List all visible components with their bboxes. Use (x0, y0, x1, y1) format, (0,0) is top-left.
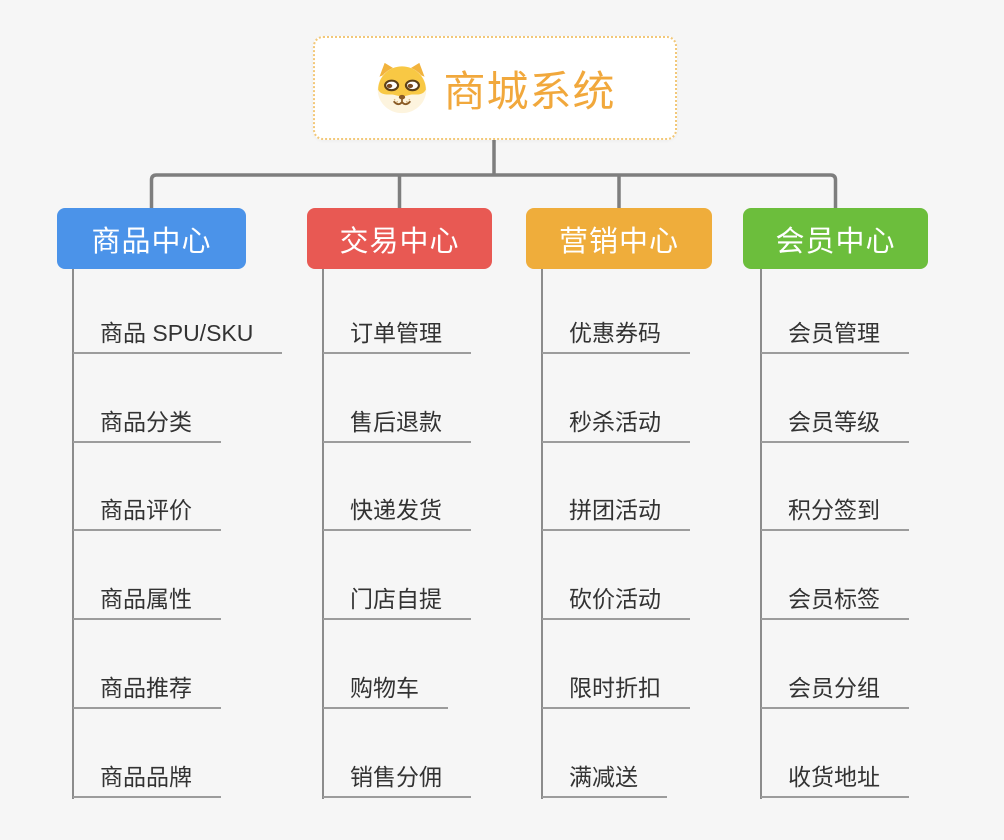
leaf-node[interactable]: 销售分佣 (323, 709, 471, 798)
leaf-node[interactable]: 会员管理 (761, 265, 909, 354)
leaf-node[interactable]: 会员分组 (761, 620, 909, 709)
leaf-node[interactable]: 快递发货 (323, 443, 471, 532)
leaf-node[interactable]: 满减送 (542, 709, 667, 798)
branch-label: 会员中心 (775, 225, 896, 258)
leaf-node[interactable]: 订单管理 (323, 265, 471, 354)
leaf-node[interactable]: 积分签到 (761, 443, 909, 532)
branch-node-trade-center[interactable]: 交易中心 (307, 208, 492, 269)
root-node-title: 商城系统 (443, 67, 616, 115)
branch-label: 交易中心 (339, 225, 460, 258)
root-node[interactable]: 商城系统 (313, 36, 677, 140)
leaf-node[interactable]: 会员等级 (761, 354, 909, 443)
branch-label: 营销中心 (558, 225, 679, 258)
leaf-node[interactable]: 砍价活动 (542, 531, 690, 621)
branch-label: 商品中心 (91, 225, 212, 258)
leaf-node[interactable]: 商品分类 (73, 354, 221, 443)
leaf-node[interactable]: 门店自提 (323, 531, 471, 621)
leaf-node[interactable]: 商品推荐 (73, 620, 221, 709)
leaf-node[interactable]: 限时折扣 (542, 620, 690, 709)
leaf-node[interactable]: 商品品牌 (73, 709, 221, 798)
branch-node-marketing-center[interactable]: 营销中心 (526, 208, 712, 269)
leaf-node[interactable]: 商品 SPU/SKU (73, 265, 283, 354)
leaf-node[interactable]: 收货地址 (761, 709, 909, 798)
leaf-node[interactable]: 商品评价 (73, 443, 221, 532)
leaf-node[interactable]: 售后退款 (323, 354, 471, 443)
branch-node-product-center[interactable]: 商品中心 (57, 208, 246, 269)
dog-face-icon (378, 62, 427, 114)
branch-node-member-center[interactable]: 会员中心 (743, 208, 928, 269)
leaf-column-product-center: 商品 SPU/SKU 商品分类 商品评价 商品属性 商品推荐 商品品牌 (73, 265, 283, 798)
leaf-node[interactable]: 会员标签 (761, 531, 909, 621)
leaf-node[interactable]: 商品属性 (73, 531, 221, 621)
leaf-node[interactable]: 秒杀活动 (542, 354, 690, 443)
leaf-node[interactable]: 购物车 (323, 620, 448, 709)
leaf-column-member-center: 会员管理 会员等级 积分签到 会员标签 会员分组 收货地址 (761, 265, 909, 798)
leaf-column-marketing-center: 优惠券码 秒杀活动 拼团活动 砍价活动 限时折扣 满减送 (542, 265, 690, 798)
leaf-node[interactable]: 拼团活动 (542, 443, 690, 532)
leaf-node[interactable]: 优惠券码 (542, 265, 690, 354)
leaf-column-trade-center: 订单管理 售后退款 快递发货 门店自提 购物车 销售分佣 (323, 265, 471, 798)
